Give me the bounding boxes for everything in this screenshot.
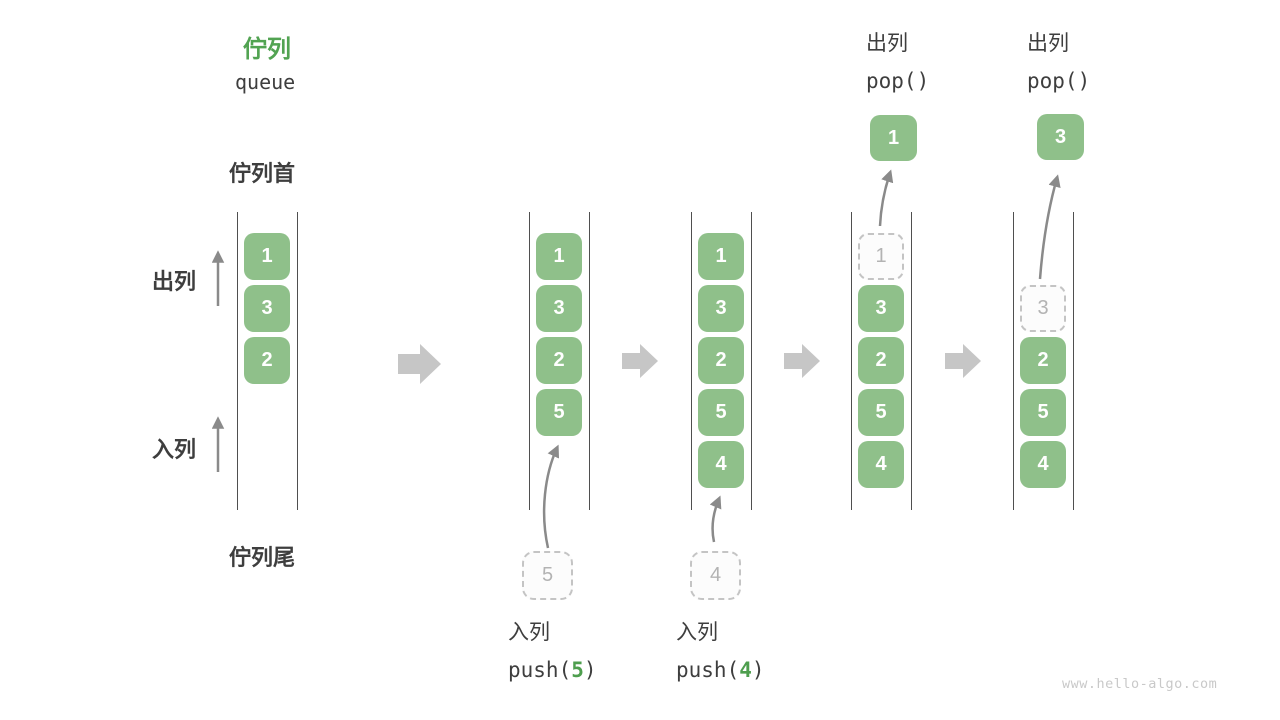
push-label-code: push(4)	[676, 657, 765, 683]
queue-item: 4	[1020, 441, 1066, 488]
pop-operation-label: 出列 pop()	[866, 31, 929, 94]
queue-item: 3	[698, 285, 744, 332]
queue-item-value: 4	[715, 453, 727, 475]
popped-value-box: 3	[1037, 114, 1084, 160]
queue-item: 1	[698, 233, 744, 280]
queue-item-value: 1	[261, 245, 273, 267]
queue-item-value: 5	[553, 401, 565, 423]
queue-item-value: 2	[261, 349, 273, 371]
queue-item: 2	[698, 337, 744, 384]
queue-item: 5	[858, 389, 904, 436]
push-code-prefix: push(	[676, 658, 740, 682]
step-arrow-icon	[622, 344, 658, 378]
pop-operation-label: 出列 pop()	[1027, 31, 1090, 94]
queue-item-value: 4	[1037, 453, 1049, 475]
queue-item-value: 1	[887, 126, 900, 149]
queue-item: 2	[858, 337, 904, 384]
popped-value-box: 1	[870, 115, 917, 161]
watermark: www.hello-algo.com	[1062, 676, 1218, 692]
dequeue-side-label: 出列	[152, 269, 197, 294]
queue-item-value: 1	[553, 245, 565, 267]
pop-label-code: pop()	[1027, 69, 1091, 93]
push-code-suffix: )	[583, 658, 597, 682]
queue-item-value: 5	[875, 401, 887, 423]
queue-item: 1	[244, 233, 290, 280]
queue-item-value: 2	[715, 349, 727, 371]
queue-item-value: 5	[715, 401, 727, 423]
pop-label-zh: 出列	[1027, 32, 1069, 55]
queue-item: 2	[244, 337, 290, 384]
queue-item: 3	[858, 285, 904, 332]
push-operation-label: 入列 push(5)	[508, 620, 597, 683]
queue-rear-label: 佇列尾	[229, 545, 296, 570]
diagram-title-zh: 佇列	[243, 36, 291, 63]
step-arrow-icon	[945, 344, 981, 378]
queue-item-value: 3	[715, 297, 727, 319]
queue-item-value: 4	[709, 564, 722, 586]
queue-item-removed: 3	[1020, 285, 1066, 332]
queue-item-value: 3	[875, 297, 887, 319]
step-arrow-icon	[398, 344, 441, 384]
push-label-zh: 入列	[508, 621, 550, 644]
queue-column-5: 3 2 5 4	[1013, 212, 1074, 510]
enqueue-side-label: 入列	[152, 437, 197, 462]
step-arrow-icon	[784, 344, 820, 378]
push-label-zh: 入列	[676, 621, 718, 644]
queue-item: 1	[536, 233, 582, 280]
queue-item-removed: 1	[858, 233, 904, 280]
staged-push-value-box: 5	[522, 551, 573, 600]
push-code-prefix: push(	[508, 658, 572, 682]
queue-item: 3	[536, 285, 582, 332]
queue-item-value: 3	[553, 297, 565, 319]
push-code-arg: 4	[739, 658, 752, 682]
queue-item-value: 1	[715, 245, 727, 267]
queue-item-value: 2	[875, 349, 887, 371]
queue-front-label: 佇列首	[229, 161, 296, 186]
pop-label-code: pop()	[866, 69, 930, 93]
pop-label-zh: 出列	[866, 32, 908, 55]
queue-item: 2	[536, 337, 582, 384]
queue-column-1: 1 3 2	[237, 212, 298, 510]
queue-item-value: 5	[541, 564, 554, 586]
queue-item: 4	[858, 441, 904, 488]
queue-item-value: 3	[1037, 297, 1049, 319]
queue-item: 5	[698, 389, 744, 436]
queue-item: 5	[1020, 389, 1066, 436]
queue-item-value: 5	[1037, 401, 1049, 423]
queue-item-value: 2	[553, 349, 565, 371]
queue-column-4: 1 3 2 5 4	[851, 212, 912, 510]
queue-item-value: 1	[875, 245, 887, 267]
queue-item-value: 3	[1054, 125, 1067, 148]
diagram-title-en: queue	[235, 70, 296, 94]
push-code-suffix: )	[751, 658, 765, 682]
queue-item: 5	[536, 389, 582, 436]
queue-item: 2	[1020, 337, 1066, 384]
queue-column-2: 1 3 2 5	[529, 212, 590, 510]
queue-item-value: 3	[261, 297, 273, 319]
push-label-code: push(5)	[508, 657, 597, 683]
push-code-arg: 5	[571, 658, 584, 682]
push-operation-label: 入列 push(4)	[676, 620, 765, 683]
queue-item: 3	[244, 285, 290, 332]
queue-item-value: 4	[875, 453, 887, 475]
staged-push-value-box: 4	[690, 551, 741, 600]
queue-item-value: 2	[1037, 349, 1049, 371]
queue-column-3: 1 3 2 5 4	[691, 212, 752, 510]
queue-item: 4	[698, 441, 744, 488]
